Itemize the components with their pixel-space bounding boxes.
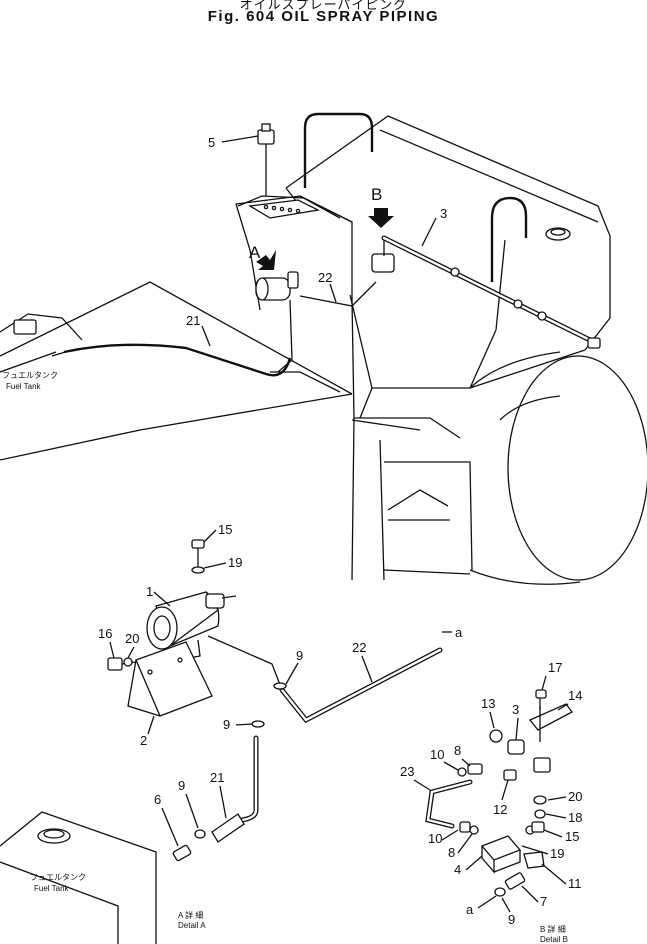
- bracket-part-2: [127, 641, 213, 717]
- tank-label-en-top: Fuel Tank: [6, 382, 42, 391]
- callout-1: 1: [146, 584, 153, 599]
- callout-7: 7: [540, 894, 547, 909]
- view-arrow-b: [368, 208, 394, 228]
- oil-spray-tank-main: [255, 271, 299, 373]
- engine-block: [235, 195, 473, 581]
- figure-title: Fig. 604 OIL SPRAY PIPING: [207, 8, 440, 25]
- callout-9-a1: 9: [296, 648, 303, 663]
- callout-9-b: 9: [508, 912, 515, 927]
- detail-a-en: Detail A: [178, 921, 206, 930]
- callout-6: 6: [154, 792, 161, 807]
- callout-10-b2: 10: [428, 831, 442, 846]
- callout-22-detail: 22: [352, 640, 366, 655]
- fuel-tank-detail: [0, 811, 157, 944]
- callout-15-a: 15: [218, 522, 232, 537]
- radiator-fan-housing: [469, 351, 647, 585]
- callout-8-b2: 8: [448, 845, 455, 860]
- callout-23: 23: [400, 764, 414, 779]
- connection-mark-a1: a: [455, 625, 463, 640]
- callout-5: 5: [208, 135, 215, 150]
- nozzle-assembly-detail-b: [457, 689, 573, 819]
- callout-8-b1: 8: [454, 743, 461, 758]
- control-panel: [248, 199, 321, 219]
- tank-label-jp-detail: フュエルタンク: [30, 873, 86, 882]
- callout-21-detail: 21: [210, 770, 224, 785]
- callout-17: 17: [548, 660, 562, 675]
- breather-part-5: [257, 123, 275, 196]
- callout-4: 4: [454, 862, 461, 877]
- japanese-title: オイルスプレーパイピング: [239, 0, 408, 12]
- fuel-tank-top: [0, 313, 83, 357]
- pipe-part-23: [425, 779, 473, 829]
- detail-b-jp: B 詳 細: [540, 924, 566, 934]
- callout-11: 11: [568, 876, 582, 891]
- view-label-a: A: [249, 243, 261, 262]
- pipe-part-21-detail: [211, 735, 259, 843]
- callout-14: 14: [568, 688, 582, 703]
- bolt-part-15-top: [191, 539, 205, 574]
- callout-22-main: 22: [318, 270, 332, 285]
- callout-20-b: 20: [568, 789, 582, 804]
- bolt-part-16: [107, 657, 137, 671]
- callout-19-a: 19: [228, 555, 242, 570]
- fittings-parts-6-9: [172, 682, 287, 862]
- tank-label-jp-top: フュエルタンク: [2, 371, 58, 380]
- callout-12: 12: [493, 802, 507, 817]
- callout-19-b: 19: [550, 846, 564, 861]
- oil-line-main: [63, 281, 377, 377]
- detail-b-en: Detail B: [540, 935, 568, 944]
- oil-spray-pipe-assembly: [371, 235, 601, 349]
- callout-15-b: 15: [565, 829, 579, 844]
- callout-9-a3: 9: [178, 778, 185, 793]
- filler-cap: [545, 227, 571, 241]
- view-label-b: B: [371, 185, 382, 204]
- block-assembly-detail-b: [459, 821, 545, 897]
- callout-21-main: 21: [186, 313, 200, 328]
- callout-3-detail: 3: [512, 702, 519, 717]
- tank-label-en-detail: Fuel Tank: [34, 884, 70, 893]
- callout-2: 2: [140, 733, 147, 748]
- callout-18: 18: [568, 810, 582, 825]
- callout-13: 13: [481, 696, 495, 711]
- pipe-part-22-detail: [207, 635, 443, 724]
- oil-spray-tank-detail-a: [146, 591, 237, 661]
- connection-mark-a2: a: [466, 902, 474, 917]
- callout-3: 3: [440, 206, 447, 221]
- chassis-frame: [0, 281, 353, 461]
- handrail-left: [303, 112, 374, 188]
- handrail-right: [490, 196, 528, 282]
- callout-16: 16: [98, 626, 112, 641]
- callout-10-b1: 10: [430, 747, 444, 762]
- view-arrow-a: [256, 250, 276, 270]
- callout-9-a2: 9: [223, 717, 230, 732]
- callout-20-a: 20: [125, 631, 139, 646]
- detail-a-jp: A 詳 細: [178, 910, 203, 920]
